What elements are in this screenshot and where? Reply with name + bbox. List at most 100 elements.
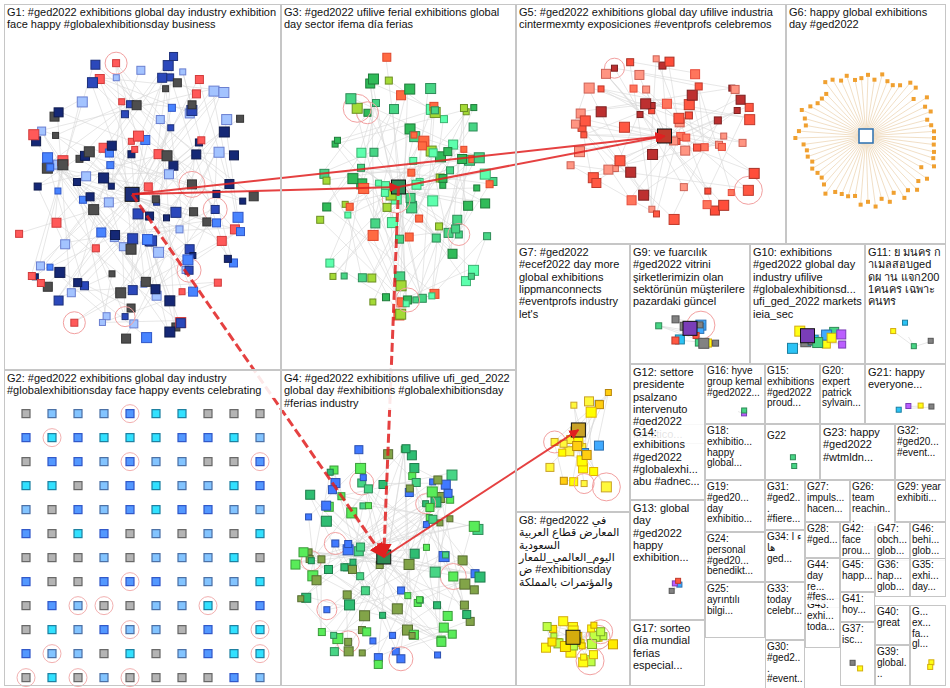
account-node: [144, 183, 152, 191]
edge-line: [294, 563, 440, 639]
group-label: G3: #ged2022 ufilive ferial exhibitions …: [282, 5, 515, 32]
account-node: [22, 578, 30, 586]
edge-line: [102, 321, 178, 323]
edge-line: [19, 197, 135, 233]
group-label: G22: [766, 430, 787, 443]
account-node: [55, 188, 61, 194]
self-loop: [43, 429, 61, 447]
account-node: [672, 316, 679, 323]
account-node: [839, 79, 843, 83]
self-loop: [251, 453, 269, 471]
account-node: [595, 401, 603, 409]
edge-line: [37, 186, 63, 243]
cluster-drawing: [656, 311, 719, 348]
account-node: [359, 650, 365, 656]
account-node: [397, 655, 405, 663]
account-node: [447, 167, 454, 174]
group-box: G31: #ged2... #fiere...: [765, 480, 805, 530]
edge-line: [31, 63, 94, 275]
edge-line: [321, 630, 361, 632]
edge-line: [183, 72, 233, 262]
account-node: [745, 115, 755, 125]
account-node: [662, 99, 671, 108]
group-box: G45: happ...: [840, 558, 875, 592]
account-node: [22, 482, 30, 490]
group-label: G7: #ged2022 #ecef2022 day more global e…: [517, 245, 629, 321]
edge-line: [408, 231, 447, 236]
account-node: [469, 123, 477, 131]
account-node: [461, 146, 467, 152]
self-loop: [350, 471, 374, 495]
account-node: [580, 116, 590, 126]
edge-line: [335, 543, 365, 590]
edge-line: [601, 89, 686, 137]
account-node: [409, 632, 415, 638]
account-node: [204, 674, 212, 682]
edge-line: [371, 77, 394, 197]
group-box: G39: global...: [875, 645, 910, 686]
group-label: G11: ย มนคร ก าเมลสอบged ดผ าน แจก200 1ค…: [866, 245, 945, 309]
account-node: [581, 481, 587, 487]
self-loop: [251, 645, 269, 663]
group-box: G25: ayrıntılı bilgi...: [705, 582, 765, 638]
account-node: [597, 628, 605, 636]
edge-line: [154, 231, 240, 288]
account-node: [853, 194, 857, 198]
edge-line: [866, 75, 868, 136]
account-node: [440, 182, 446, 188]
account-node: [382, 182, 390, 190]
account-node: [398, 587, 405, 594]
edge-line: [74, 231, 240, 323]
account-node: [126, 602, 134, 610]
account-node: [383, 203, 391, 211]
group-label: G37: isc...: [841, 623, 874, 647]
account-node: [874, 205, 878, 209]
account-node: [721, 133, 727, 139]
account-node: [22, 650, 30, 658]
account-node: [637, 112, 643, 118]
account-node: [204, 482, 212, 490]
account-node: [154, 247, 164, 257]
account-node: [48, 506, 56, 514]
account-node: [423, 544, 429, 550]
account-node: [608, 640, 617, 649]
account-node: [429, 293, 435, 299]
account-node: [352, 103, 362, 113]
group-box: G43: exhi... toda...: [805, 598, 840, 648]
account-node: [639, 190, 649, 200]
account-node: [468, 273, 474, 279]
self-loop: [95, 597, 113, 615]
edge-line: [76, 182, 106, 316]
account-node: [325, 565, 333, 573]
account-node: [590, 468, 598, 476]
group-label: G36: hap... glob...: [876, 559, 909, 593]
account-node: [178, 434, 186, 442]
account-node: [116, 288, 126, 298]
account-node: [164, 215, 170, 221]
account-node: [192, 90, 200, 98]
self-loop: [121, 621, 139, 639]
account-node: [178, 458, 186, 466]
group-label: G24: personal #ged20... benedikt...: [706, 533, 764, 578]
self-loop: [121, 453, 139, 471]
account-node: [317, 216, 324, 223]
account-node: [916, 179, 920, 183]
account-node: [152, 674, 160, 682]
edge-line: [45, 104, 129, 166]
account-node: [256, 650, 264, 658]
group-box: G34: ء ا ها ged...: [765, 530, 805, 582]
account-node: [806, 155, 810, 159]
account-node: [332, 540, 339, 547]
account-node: [426, 146, 436, 156]
account-node: [810, 160, 814, 164]
group-box: G40: great: [875, 605, 910, 645]
account-node: [346, 203, 353, 210]
account-node: [368, 74, 378, 84]
edge-line: [116, 63, 131, 237]
account-node: [458, 556, 467, 565]
account-node: [322, 501, 331, 510]
edge-line: [98, 78, 188, 112]
account-node: [345, 638, 352, 645]
edge-line: [83, 215, 148, 285]
